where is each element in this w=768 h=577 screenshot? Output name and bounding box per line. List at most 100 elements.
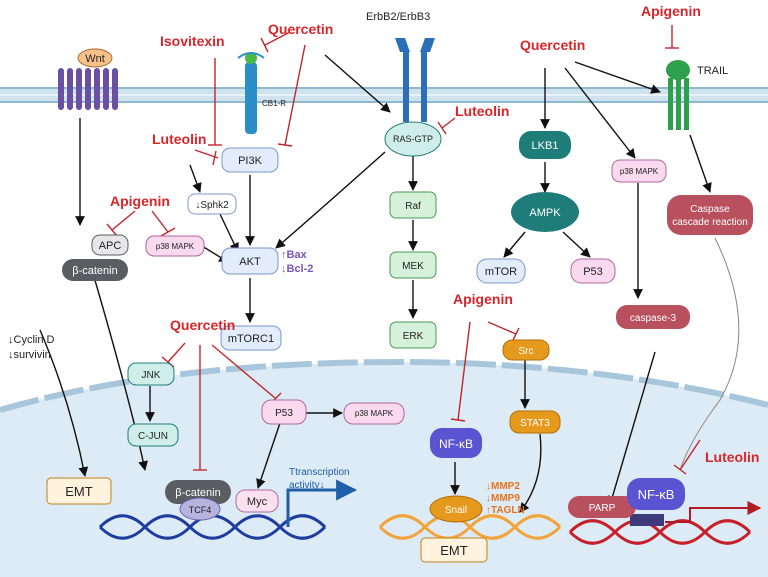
node-parp: PARP <box>568 496 636 518</box>
cb1r-label: CB1-R <box>262 99 286 108</box>
svg-text:↓Sphk2: ↓Sphk2 <box>195 200 229 211</box>
svg-text:PI3K: PI3K <box>238 155 263 167</box>
svg-text:NF-κB: NF-κB <box>638 487 675 502</box>
svg-text:cascade reaction: cascade reaction <box>672 217 748 228</box>
drug-quercetin-top: Quercetin <box>268 21 333 37</box>
svg-text:β-catenin: β-catenin <box>72 265 117 277</box>
svg-text:NF-κB: NF-κB <box>439 437 473 451</box>
svg-text:caspase-3: caspase-3 <box>630 313 677 324</box>
svg-text:p38 MAPK: p38 MAPK <box>355 409 394 418</box>
node-apc: APC <box>91 234 129 256</box>
node-akt: AKT <box>221 247 279 275</box>
node-ras-gtp: RAS-GTP <box>384 121 442 157</box>
node-emt-left: EMT <box>46 477 112 505</box>
wnt-label: Wnt <box>85 53 105 65</box>
transcription-label-1: Ttranscription <box>289 467 350 478</box>
trail-label: TRAIL <box>697 65 728 77</box>
nucleus <box>0 358 768 577</box>
node-nfkb-mid: NF-κB <box>430 428 482 458</box>
node-p38-mid: p38 MAPK <box>343 402 405 425</box>
node-stat3: STAT3 <box>509 410 561 434</box>
cell-membrane <box>0 87 768 103</box>
cb1r-receptor-icon <box>237 52 265 134</box>
mmp9-label: ↓MMP9 <box>486 493 520 504</box>
transcription-arrow <box>286 479 358 527</box>
drug-quercetin-right: Quercetin <box>520 37 585 53</box>
drug-apigenin-trail: Apigenin <box>641 3 701 19</box>
drug-isovitexin: Isovitexin <box>160 33 225 49</box>
node-src: Src <box>502 339 550 361</box>
node-nfkb-right: NF-κB <box>627 478 685 510</box>
svg-text:RAS-GTP: RAS-GTP <box>393 134 433 144</box>
node-ampk: AMPK <box>511 192 579 232</box>
promoter-block <box>630 514 664 526</box>
drug-apigenin-src: Apigenin <box>453 291 513 307</box>
dna-right <box>568 519 752 545</box>
node-cjun: C-JUN <box>127 423 179 447</box>
svg-text:STAT3: STAT3 <box>520 418 550 429</box>
svg-text:PARP: PARP <box>589 503 616 514</box>
drug-luteolin-nfkb: Luteolin <box>705 449 759 465</box>
svg-text:LKB1: LKB1 <box>532 140 559 152</box>
erbb-receptor-icon <box>395 38 435 122</box>
node-erk: ERK <box>389 321 437 349</box>
svg-text:mTORC1: mTORC1 <box>228 333 274 345</box>
activation-arrows <box>39 54 712 513</box>
node-b-catenin-nuc: β-catenin <box>165 480 231 504</box>
svg-text:β-catenin: β-catenin <box>175 487 220 499</box>
bcl2-label: ↓Bcl-2 <box>281 263 313 275</box>
svg-text:EMT: EMT <box>440 543 468 558</box>
svg-text:ERK: ERK <box>403 331 424 342</box>
node-mtor: mTOR <box>476 258 526 284</box>
mmp2-label: ↓MMP2 <box>486 481 520 492</box>
node-p38-right: p38 MAPK <box>611 159 667 183</box>
node-lkb1: LKB1 <box>519 131 571 159</box>
svg-text:JNK: JNK <box>142 370 161 381</box>
tagln-label: ↑TAGLN <box>486 505 525 516</box>
trail-receptor-icon <box>666 60 690 130</box>
caspase-cascade-line <box>679 237 740 471</box>
node-pi3k: PI3K <box>221 147 279 173</box>
survivin-label: ↓survivin <box>8 349 51 361</box>
drug-luteolin-pi3k: Luteolin <box>152 131 206 147</box>
svg-text:Snail: Snail <box>445 505 467 516</box>
node-emt-mid: EMT <box>420 537 488 563</box>
svg-text:Raf: Raf <box>405 201 421 212</box>
drug-quercetin-mid: Quercetin <box>170 317 235 333</box>
node-mtorc1: mTORC1 <box>220 325 282 351</box>
node-p53-right: P53 <box>570 258 616 284</box>
node-jnk: JNK <box>127 362 175 386</box>
node-p53-mid: P53 <box>261 399 307 425</box>
node-tcf4: TCF4 <box>179 497 221 521</box>
svg-text:P53: P53 <box>583 266 603 278</box>
svg-text:MEK: MEK <box>402 261 424 272</box>
transcription-label-2: activity↓ <box>289 480 325 491</box>
svg-text:Myc: Myc <box>247 496 268 508</box>
svg-text:EMT: EMT <box>65 484 93 499</box>
drug-apigenin-left: Apigenin <box>110 193 170 209</box>
svg-text:p38 MAPK: p38 MAPK <box>620 167 659 176</box>
svg-text:P53: P53 <box>275 408 293 419</box>
node-p38-left: p38 MAPK <box>145 235 205 257</box>
bax-label: ↑Bax <box>281 249 308 261</box>
drug-luteolin-ras: Luteolin <box>455 103 509 119</box>
svg-text:C-JUN: C-JUN <box>138 431 168 442</box>
node-raf: Raf <box>389 191 437 219</box>
node-caspase-cascade: Caspase cascade reaction <box>667 195 753 235</box>
wnt-receptor-icon <box>58 48 118 110</box>
node-b-catenin-top: β-catenin <box>62 259 128 281</box>
svg-text:p38 MAPK: p38 MAPK <box>156 242 195 251</box>
svg-text:AMPK: AMPK <box>529 207 561 219</box>
node-caspase3: caspase-3 <box>616 305 690 329</box>
nfkb-transcription-arrow <box>665 501 762 523</box>
node-mek: MEK <box>389 251 437 279</box>
svg-text:AKT: AKT <box>239 256 261 268</box>
cyclin-d-label: ↓Cyclin D <box>8 334 55 346</box>
node-myc: Myc <box>235 489 279 513</box>
svg-text:mTOR: mTOR <box>485 266 517 278</box>
dna-middle <box>378 514 562 540</box>
erbb-label: ErbB2/ErbB3 <box>366 11 430 23</box>
svg-text:APC: APC <box>99 240 122 252</box>
